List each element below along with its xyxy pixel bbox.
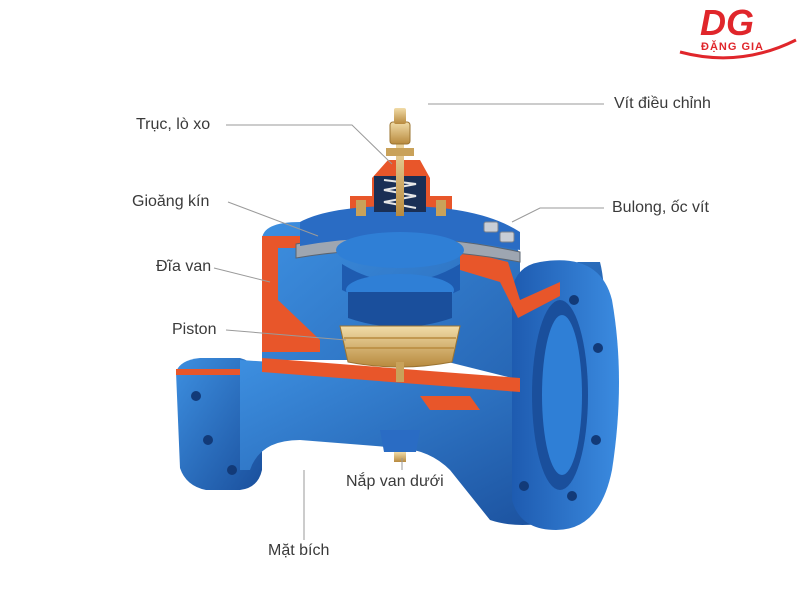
bolt-hole [593, 343, 603, 353]
label-vit-dieu-chinh: Vít điều chỉnh [614, 95, 711, 112]
bolt-hole [203, 435, 213, 445]
label-nap-van-duoi: Nắp van dưới [346, 473, 444, 490]
bolt-hole [591, 435, 601, 445]
valve-body [240, 222, 619, 530]
cover-bolts [356, 200, 515, 243]
brand-logo: DG [679, 2, 797, 60]
bolt-hole [519, 481, 529, 491]
label-dia-van: Đĩa van [156, 258, 212, 275]
label-gioang-kin: Gioăng kín [132, 193, 210, 210]
cut-section [262, 160, 560, 410]
stem-and-spring [374, 108, 426, 216]
logo-mark: DG [700, 2, 754, 43]
label-truc-lo-xo: Trục, lò xo [136, 116, 211, 133]
bolt-hole [227, 465, 237, 475]
bolt-hole [569, 295, 579, 305]
bolt-hole [567, 491, 577, 501]
label-mat-bich: Mặt bích [268, 542, 330, 559]
bottom-cap [380, 430, 420, 462]
label-piston: Piston [172, 321, 217, 338]
label-bulong-oc-vit: Bulong, ốc vít [612, 199, 709, 216]
piston [339, 325, 461, 382]
leader-lines [213, 103, 604, 540]
logo-text: ĐẶNG GIA [701, 41, 764, 53]
bolt-hole [191, 391, 201, 401]
valve-disc [336, 232, 464, 327]
